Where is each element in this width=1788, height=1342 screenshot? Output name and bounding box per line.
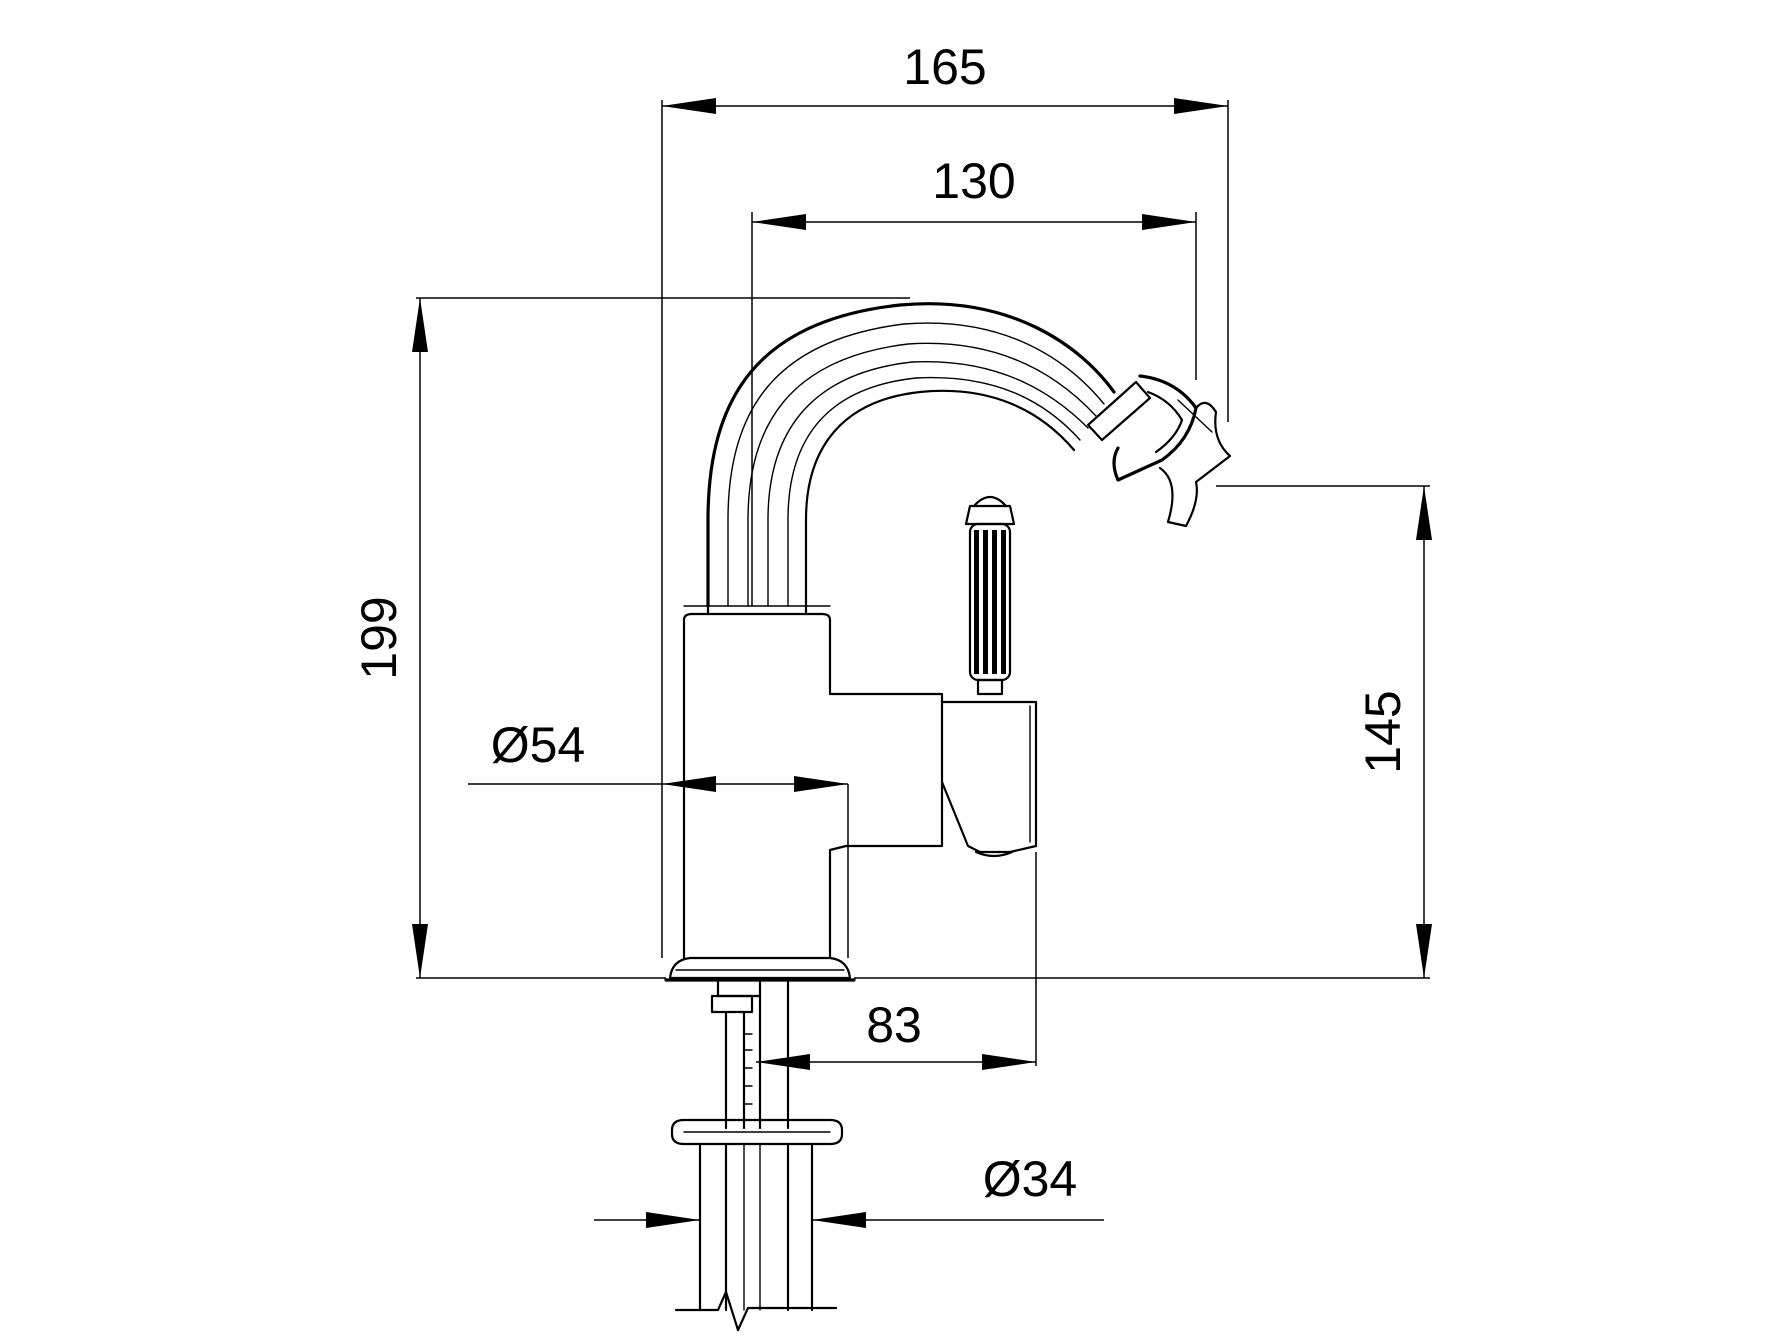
handle-housing — [940, 700, 1038, 858]
dimension-overall-height: 199 — [351, 297, 910, 979]
dimension-body-diameter: Ø54 — [468, 717, 849, 958]
spout-head — [1086, 374, 1232, 528]
dimension-label-199: 199 — [351, 596, 407, 679]
dimension-handle-projection: 83 — [756, 852, 1037, 1070]
dimension-label-165: 165 — [903, 39, 986, 95]
dimension-outlet-height: 145 — [854, 485, 1432, 979]
dimension-label-diameter-54: Ø54 — [491, 717, 586, 773]
dimension-lines: 165 130 199 145 — [351, 39, 1432, 1228]
dimension-label-83: 83 — [866, 997, 922, 1053]
faucet-outline — [664, 302, 1232, 1332]
dimension-spout-reach: 130 — [751, 153, 1197, 606]
dimension-label-145: 145 — [1355, 690, 1411, 773]
spout — [706, 302, 1116, 608]
dimension-label-130: 130 — [932, 153, 1015, 209]
dimension-overall-width: 165 — [661, 39, 1229, 958]
lever-handle — [964, 495, 1016, 696]
dimension-shank-diameter: Ø34 — [594, 1144, 1104, 1228]
mounting-shank — [670, 978, 844, 1332]
base-flange — [664, 956, 856, 982]
dimension-label-diameter-34: Ø34 — [983, 1151, 1078, 1207]
